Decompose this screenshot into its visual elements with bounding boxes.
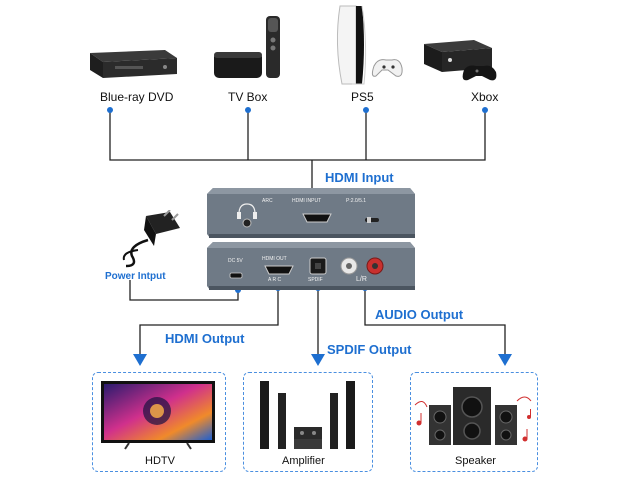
hdtv-box: HDTV <box>92 372 226 472</box>
output-label-speaker: Speaker <box>455 455 496 467</box>
input-dots <box>107 107 488 113</box>
panel-spdif-label: SPDIF <box>308 277 323 283</box>
panel-hdmi-out-label: HDMI OUT <box>262 256 287 262</box>
music-notes-icon <box>416 409 531 442</box>
panel-mode-label: P:2.0/5.1 <box>346 198 367 204</box>
xbox-console-icon <box>424 40 497 81</box>
source-label-tvbox: TV Box <box>228 90 268 104</box>
speaker-system-icon <box>414 387 532 445</box>
audio-output-label: AUDIO Output <box>375 307 464 322</box>
source-label-ps5: PS5 <box>351 90 374 104</box>
audio-output-line <box>364 288 506 360</box>
panel-lr-label: L/R <box>356 276 367 283</box>
hdtv-icon <box>101 381 215 450</box>
output-label-amplifier: Amplifier <box>282 455 325 467</box>
speaker-box: Speaker <box>410 372 538 472</box>
tv-box-icon <box>214 16 280 78</box>
amplifier-speakers-icon <box>260 381 355 449</box>
device-bottom-panel <box>207 242 415 290</box>
power-input-label: Power Intput <box>105 271 166 282</box>
hdmi-input-label: HDMI Input <box>325 170 394 185</box>
device-top-panel <box>207 188 415 238</box>
audio-output-arrow <box>498 354 512 366</box>
hdmi-output-label: HDMI Output <box>165 331 245 346</box>
amplifier-box: Amplifier <box>243 372 373 472</box>
hdmi-output-line <box>139 288 279 360</box>
source-label-xbox: Xbox <box>471 90 499 104</box>
source-label-bluray: Blue-ray DVD <box>100 90 174 104</box>
panel-arc-label: ARC <box>262 198 273 204</box>
panel-arc-bottom-label: A R C <box>268 277 282 283</box>
hdmi-output-arrow <box>133 354 147 366</box>
power-cable <box>129 280 239 301</box>
output-label-hdtv: HDTV <box>145 455 175 467</box>
bluray-player-icon <box>90 50 177 78</box>
spdif-output-arrow <box>311 354 325 366</box>
power-adapter-icon <box>122 210 180 268</box>
input-cables <box>109 110 486 190</box>
ps5-console-icon <box>336 5 403 85</box>
spdif-output-label: SPDIF Output <box>327 342 412 357</box>
panel-dc-label: DC 5V <box>228 258 243 264</box>
panel-hdmi-input-label: HDMI INPUT <box>292 198 322 204</box>
